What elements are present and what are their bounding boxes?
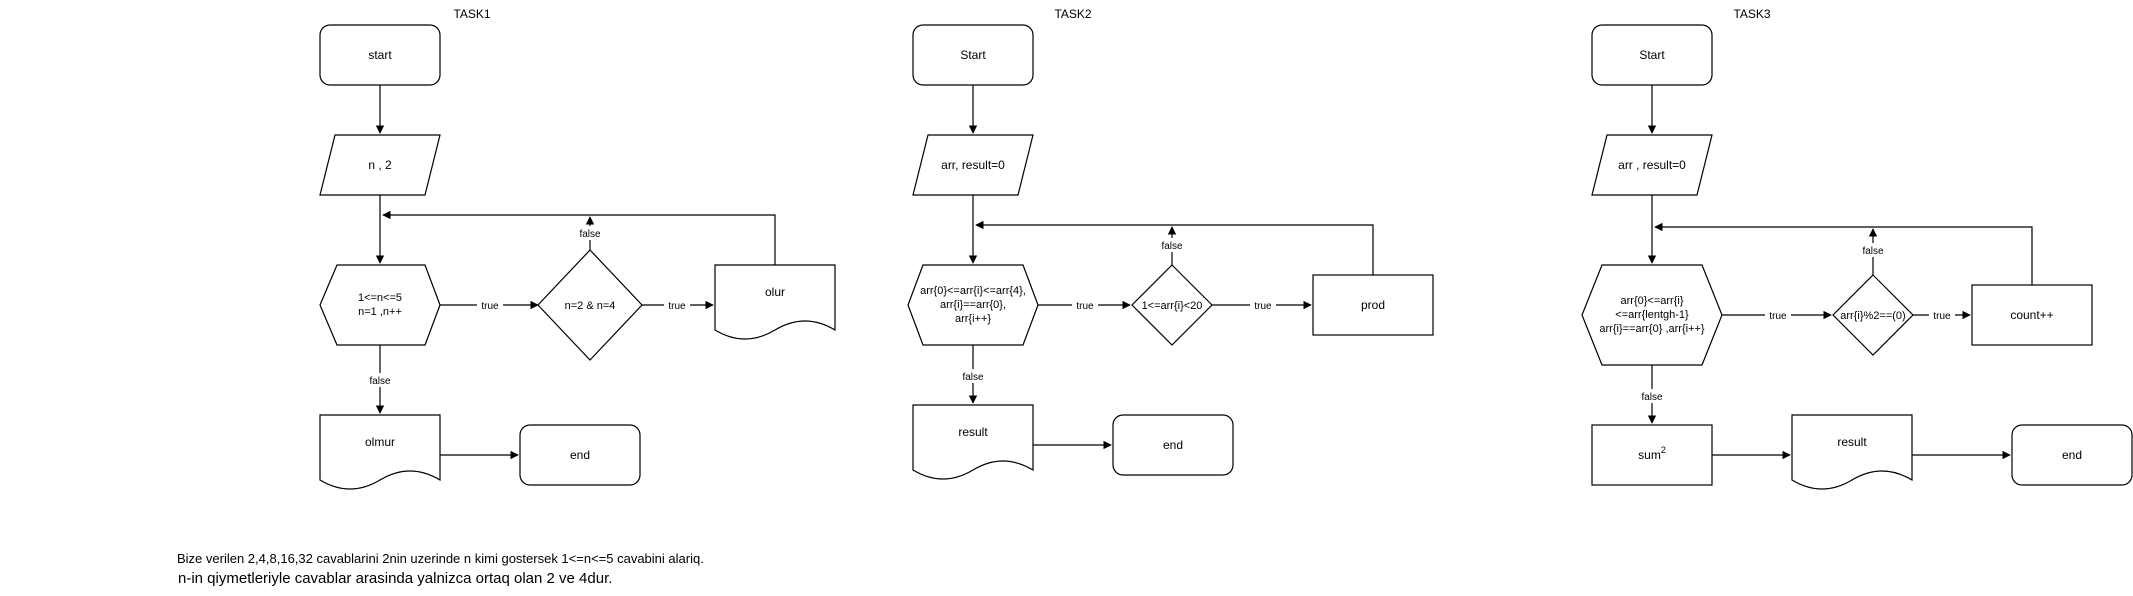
task1-end-terminal [519,424,641,486]
task1-title: TASK1 [453,7,490,21]
task3-input-label: arr , result=0 [1618,158,1686,172]
task3-process-count [1971,284,2093,346]
task2-start-label: Start [960,48,986,62]
task1-condition-diamond [537,249,643,361]
task3-end-terminal [2011,424,2133,486]
task3-condition-label: arr{i}%2==(0) [1840,310,1905,322]
task3-diagram: TASK3 Start arr , result=0 arr{0}<=arr{i… [1581,7,2133,490]
task2-condition-diamond [1131,264,1213,346]
task2-loop-hexagon [907,264,1039,346]
task1-condition-label: n=2 & n=4 [565,300,616,312]
task3-condition-diamond [1832,274,1914,356]
task2-end-terminal [1112,414,1234,476]
task2-false-label-up: false [1161,241,1183,252]
explanation-line-2: n-in qiymetleriyle cavablar arasinda yal… [178,570,613,587]
task1-false-label-down: false [369,376,391,387]
task2-loop-line1: arr{0}<=arr{i}<=arr{4}, [920,285,1026,297]
task2-process-label: prod [1361,298,1385,312]
task3-process-label: count++ [2010,308,2053,322]
task1-diagram: TASK1 start n , 2 1<=n<=5 n=1 ,n++ true … [319,7,836,490]
task2-end-label: end [1163,438,1183,452]
task2-input [912,134,1034,196]
task3-false-label-down: false [1641,392,1663,403]
task3-doc-result-label: result [1837,435,1867,449]
task1-doc-olur [714,264,836,340]
explanation-line-1: Bize verilen 2,4,8,16,32 cavablarini 2ni… [177,551,704,566]
task2-true-label-2: true [1254,301,1272,312]
task1-end-label: end [570,448,590,462]
task3-doc-result [1791,414,1913,490]
task2-doc-result-label: result [958,425,988,439]
task3-input [1591,134,1713,196]
task2-diagram: TASK2 Start arr, result=0 arr{0}<=arr{i}… [907,7,1434,480]
task3-true-label-1: true [1769,311,1787,322]
task3-end-label: end [2062,448,2082,462]
task1-loop-hexagon [319,264,441,346]
task2-doc-result [912,404,1034,480]
task2-condition-label: 1<=arr{i}<20 [1142,300,1203,312]
task3-loop-line1: arr{0}<=arr{i} [1621,295,1684,307]
task1-false-label-up: false [579,229,601,240]
task3-false-label-up: false [1862,246,1884,257]
task1-input [319,134,441,196]
task2-true-label-1: true [1076,301,1094,312]
task2-input-label: arr, result=0 [941,158,1005,172]
task1-input-label: n , 2 [368,158,392,172]
task1-start-label: start [368,48,392,62]
task1-true-label-2: true [668,301,686,312]
task1-loop-line2: n=1 ,n++ [358,306,402,318]
task3-true-label-2: true [1933,311,1951,322]
task3-loop-line3: arr{i}==arr{0} ,arr{i++} [1599,323,1705,335]
task3-title: TASK3 [1733,7,1770,21]
task2-title: TASK2 [1054,7,1091,21]
task3-sum-label: sum2 [1638,445,1666,462]
task1-doc-olmur [319,414,441,490]
task3-loop-line2: <=arr{lentgh-1} [1615,309,1689,321]
task2-process-prod [1312,274,1434,336]
task2-false-label-down: false [962,372,984,383]
task1-loop-line1: 1<=n<=5 [358,292,402,304]
task2-loop-line2: arr{i}==arr{0}, [940,299,1006,311]
task1-doc-olur-label: olur [765,285,785,299]
task2-loop-line3: arr{i++} [955,313,991,325]
task1-doc-olmur-label: olmur [365,435,395,449]
task1-true-label-1: true [481,301,499,312]
task3-process-sum [1591,424,1713,486]
task3-loop-hexagon [1581,264,1723,366]
task3-start-label: Start [1639,48,1665,62]
